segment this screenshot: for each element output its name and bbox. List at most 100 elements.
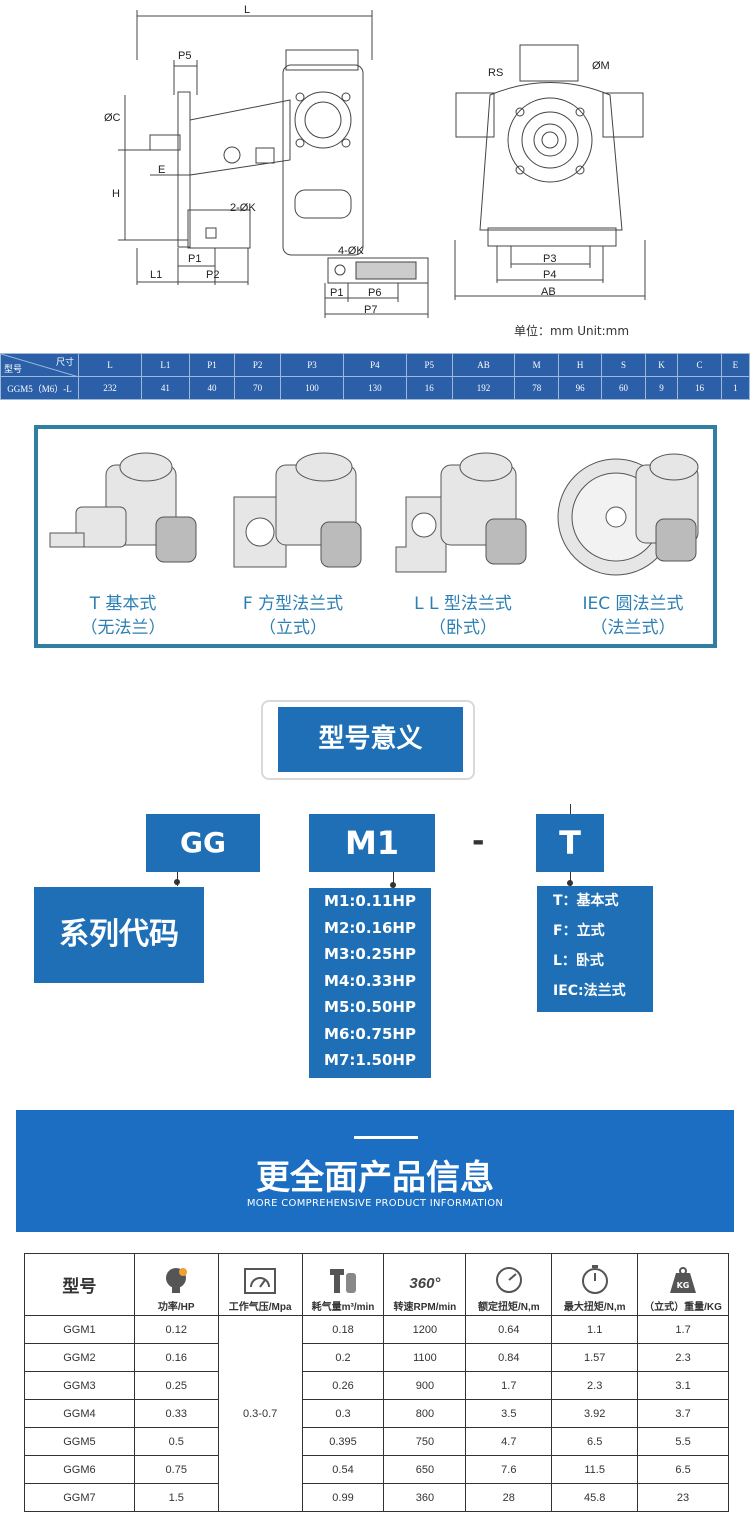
cell-rated: 3.5 <box>465 1399 553 1428</box>
cell-weight: 3.1 <box>637 1371 729 1400</box>
mount-option: F：立式 <box>553 923 605 939</box>
mount-type-l: L L 型法兰式 （卧式） <box>378 429 548 644</box>
code-gg: GG <box>146 814 260 872</box>
banner-title: 更全面产品信息 <box>256 1158 494 1198</box>
mount-label-line2: （立式） <box>259 618 327 638</box>
cell-pressure: 0.3-0.7 <box>217 1315 303 1512</box>
code-m1: M1 <box>309 814 435 872</box>
label-AB: AB <box>541 286 556 298</box>
unit-text: 单位：mm Unit:mm <box>514 324 630 338</box>
dim-value: 78 <box>514 376 559 400</box>
mount-label-line1: L L 型法兰式 <box>414 594 512 614</box>
dim-header: L <box>78 353 142 377</box>
label-P2: P2 <box>206 269 220 281</box>
header-rated-torque: 额定扭矩/N,m <box>465 1253 553 1316</box>
product-spec-table: 型号 功率/HP 工作气压/Mpa 耗气量m³/min 360° <box>24 1253 729 1512</box>
dim-value: 9 <box>644 376 679 400</box>
cell-speed: 360 <box>383 1483 467 1512</box>
cell-air: 0.26 <box>301 1371 385 1400</box>
label-P5: P5 <box>178 50 192 62</box>
dim-value: 1 <box>720 376 750 400</box>
mount-type-t: T 基本式 （无法兰） <box>38 429 208 644</box>
corner-top: 尺寸 <box>55 357 74 367</box>
dimension-table: 尺寸 型号 L L1 P1 P2 P3 P4 P5 AB M H S K C E… <box>0 353 750 400</box>
power-option: M5:0.50HP <box>324 998 416 1016</box>
cell-power: 0.33 <box>133 1399 219 1428</box>
banner-bar <box>354 1136 418 1139</box>
motor-f-illustration <box>233 452 362 568</box>
cell-power: 0.25 <box>133 1371 219 1400</box>
power-option: M4:0.33HP <box>324 971 416 990</box>
dim-value: 41 <box>140 376 190 400</box>
dim-header: K <box>644 353 679 377</box>
power-option: M6:0.75HP <box>324 1024 416 1043</box>
dim-header: S <box>601 353 646 377</box>
cell-speed: 800 <box>383 1399 467 1428</box>
weight-icon-text: KG <box>677 1281 690 1290</box>
cell-max: 1.57 <box>551 1343 639 1372</box>
cell-model: GGM5 <box>24 1427 135 1456</box>
cell-model: GGM3 <box>24 1371 135 1400</box>
motor-l-illustration <box>395 452 527 573</box>
dim-value: 70 <box>234 376 281 400</box>
code-dash: - <box>472 824 485 859</box>
header-weight-label: （立式）重量/KG <box>644 1302 722 1313</box>
header-weight: KG （立式）重量/KG <box>637 1253 729 1316</box>
technical-drawing: L P5 ØC H E 2-ØK L1 P1 P2 4-ØK P1 P6 P7 … <box>0 0 750 348</box>
cell-weight: 5.5 <box>637 1427 729 1456</box>
dim-value: 130 <box>342 376 407 400</box>
cell-model: GGM4 <box>24 1399 135 1428</box>
info-banner: 更全面产品信息 MORE COMPREHENSIVE PRODUCT INFOR… <box>16 1110 734 1232</box>
stopwatch-icon <box>581 1265 608 1294</box>
bulb-icon <box>166 1268 188 1293</box>
cell-model: GGM6 <box>24 1455 135 1484</box>
mount-option: IEC:法兰式 <box>553 983 626 999</box>
header-model: 型号 <box>24 1253 135 1316</box>
cell-speed: 750 <box>383 1427 467 1456</box>
power-option: M3:0.25HP <box>324 945 416 963</box>
label-P4: P4 <box>543 269 557 281</box>
cell-speed: 650 <box>383 1455 467 1484</box>
cell-max: 11.5 <box>551 1455 639 1484</box>
speedometer-icon <box>495 1267 522 1293</box>
connector-dot <box>390 882 396 888</box>
cell-model: GGM1 <box>24 1315 135 1344</box>
cell-rated: 0.84 <box>465 1343 553 1372</box>
dim-header: H <box>557 353 603 377</box>
label-C: ØC <box>104 112 121 124</box>
meaning-title: 型号意义 <box>278 707 463 772</box>
cell-max: 2.3 <box>551 1371 639 1400</box>
header-power-label: 功率/HP <box>157 1302 195 1313</box>
drawing-lines <box>118 10 646 318</box>
cell-power: 0.16 <box>133 1343 219 1372</box>
table-row: GGM6 0.75 0.54 650 7.6 11.5 6.5 <box>24 1455 729 1484</box>
cell-power: 0.5 <box>133 1427 219 1456</box>
mount-label-line2: （卧式） <box>429 618 497 638</box>
cell-air: 0.99 <box>301 1483 385 1512</box>
motor-t-illustration <box>49 452 197 563</box>
dim-header: P3 <box>279 353 344 377</box>
spec-header-row: 型号 功率/HP 工作气压/Mpa 耗气量m³/min 360° <box>24 1253 729 1316</box>
table-row: GGM3 0.25 0.26 900 1.7 2.3 3.1 <box>24 1371 729 1400</box>
dim-row-label: GGM5（M6）-L <box>0 376 79 400</box>
label-P6: P6 <box>368 287 382 299</box>
cell-rated: 7.6 <box>465 1455 553 1484</box>
dim-header: E <box>720 353 750 377</box>
cell-model: GGM7 <box>24 1483 135 1512</box>
cell-power: 1.5 <box>133 1483 219 1512</box>
cell-weight: 6.5 <box>637 1455 729 1484</box>
label-L: L <box>244 4 251 16</box>
cell-rated: 1.7 <box>465 1371 553 1400</box>
cell-air: 0.3 <box>301 1399 385 1428</box>
cell-speed: 1100 <box>383 1343 467 1372</box>
dim-value: 16 <box>677 376 722 400</box>
header-rated-torque-label: 额定扭矩/N,m <box>477 1302 540 1313</box>
header-max-torque-label: 最大扭矩/N,m <box>563 1302 626 1313</box>
meaning-title-frame <box>261 700 475 780</box>
table-row: GGM1 0.12 0.3-0.7 0.18 1200 0.64 1.1 1.7 <box>24 1315 729 1512</box>
corner-bottom: 型号 <box>4 364 23 374</box>
cell-max: 45.8 <box>551 1483 639 1512</box>
cell-weight: 23 <box>637 1483 729 1512</box>
label-H: H <box>112 188 120 200</box>
dim-value: 100 <box>279 376 344 400</box>
